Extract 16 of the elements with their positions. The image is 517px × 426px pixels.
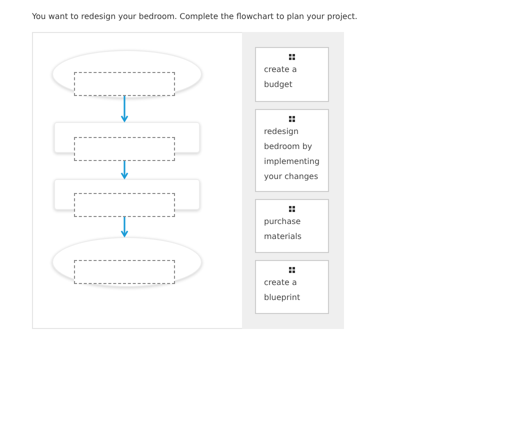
arrow [120, 96, 128, 122]
answer-card [255, 109, 329, 192]
drop-zone [74, 137, 175, 161]
instruction-text: You want to redesign your bedroom. Complete the flowchart to plan your project. [32, 12, 358, 21]
card-label: purchase materials [264, 216, 303, 243]
drop-zone [74, 72, 175, 96]
answer-card [255, 260, 329, 314]
answer-card [255, 199, 329, 253]
arrow [120, 161, 128, 179]
answer-card [255, 47, 329, 102]
card-label: redesign bedroom by implementing your changes [264, 126, 320, 183]
drop-zone [74, 193, 175, 217]
arrow [120, 217, 128, 237]
card-label: create a blueprint [264, 277, 302, 304]
card-label: create a budget [264, 64, 298, 91]
drop-zone [74, 260, 175, 284]
